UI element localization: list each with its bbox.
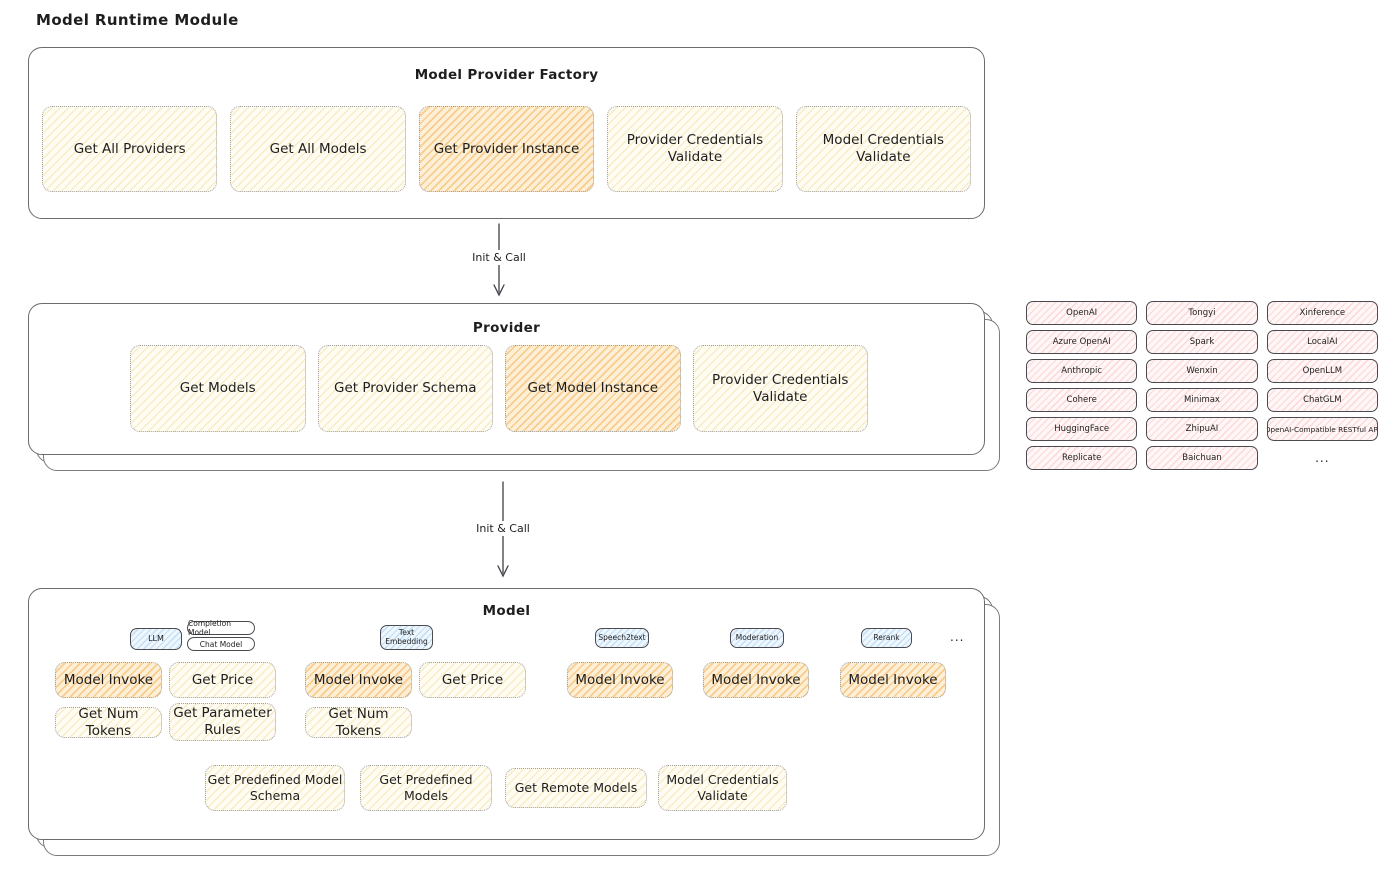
tag-llm: LLM xyxy=(130,628,182,650)
provider-pill-localai: LocalAI xyxy=(1266,330,1378,354)
fn-moderation-model-invoke: Model Invoke xyxy=(703,662,809,698)
fn-speech2text-model-invoke: Model Invoke xyxy=(567,662,673,698)
fn-embedding-get-num-tokens: Get Num Tokens xyxy=(305,706,412,739)
fn-get-provider-instance: Get Provider Instance xyxy=(418,106,595,192)
provider-section: Provider Get Models Get Provider Schema … xyxy=(28,303,985,455)
provider-pill-baichuan: Baichuan xyxy=(1146,446,1258,470)
provider-pill-chatglm: ChatGLM xyxy=(1266,388,1378,412)
fn-embedding-model-invoke: Model Invoke xyxy=(305,662,412,698)
tag-rerank: Rerank xyxy=(861,628,912,648)
fn-llm-get-parameter-rules: Get Parameter Rules xyxy=(169,703,276,741)
fn-get-remote-models: Get Remote Models xyxy=(505,768,647,808)
fn-llm-get-price: Get Price xyxy=(169,662,276,698)
provider-pill-huggingface: HuggingFace xyxy=(1026,417,1138,441)
provider-pill-zhipuai: ZhipuAI xyxy=(1146,417,1258,441)
fn-provider-credentials-validate: Provider Credentials Validate xyxy=(607,106,783,192)
page-title: Model Runtime Module xyxy=(36,11,239,29)
fn-get-model-instance: Get Model Instance xyxy=(505,345,681,432)
fn-get-models: Get Models xyxy=(130,345,306,432)
model-types-more-ellipsis: ... xyxy=(950,630,965,644)
provider-pill-openai: OpenAI xyxy=(1026,301,1138,325)
arrow1-label: Init & Call xyxy=(462,250,536,265)
fn-get-predefined-models: Get Predefined Models xyxy=(360,765,492,811)
tag-speech2text: Speech2text xyxy=(595,628,649,648)
provider-pill-spark: Spark xyxy=(1146,330,1258,354)
provider-pill-cohere: Cohere xyxy=(1026,388,1138,412)
tag-chat-model: Chat Model xyxy=(187,637,255,651)
fn-get-predefined-model-schema: Get Predefined Model Schema xyxy=(205,765,345,811)
tag-text-embedding: Text Embedding xyxy=(380,625,433,650)
provider-pill-openllm: OpenLLM xyxy=(1266,359,1378,383)
factory-title: Model Provider Factory xyxy=(414,67,599,83)
provider-pill-tongyi: Tongyi xyxy=(1146,301,1258,325)
providers-more-ellipsis: ... xyxy=(1315,451,1330,465)
provider-pill-xinference: Xinference xyxy=(1266,301,1378,325)
fn-llm-model-invoke: Model Invoke xyxy=(55,662,162,698)
model-title: Model xyxy=(482,603,531,619)
tag-moderation: Moderation xyxy=(730,628,784,648)
fn-rerank-model-invoke: Model Invoke xyxy=(840,662,946,698)
provider-pill-replicate: Replicate xyxy=(1026,446,1138,470)
fn-get-all-providers: Get All Providers xyxy=(42,106,218,192)
factory-function-row: Get All Providers Get All Models Get Pro… xyxy=(42,106,972,192)
provider-pill-anthropic: Anthropic xyxy=(1026,359,1138,383)
fn-model-credentials-validate-2: Model Credentials Validate xyxy=(658,765,787,811)
provider-title: Provider xyxy=(472,320,541,336)
arrow2-label: Init & Call xyxy=(466,521,540,536)
tag-completion-model: Completion Model xyxy=(187,619,255,637)
model-section: Model LLM Completion Model Chat Model Te… xyxy=(28,588,985,840)
fn-llm-get-num-tokens: Get Num Tokens xyxy=(55,706,162,739)
factory-section: Model Provider Factory Get All Providers… xyxy=(28,47,985,219)
providers-grid: OpenAI Tongyi Xinference Azure OpenAI Sp… xyxy=(1026,301,1378,470)
provider-pill-minimax: Minimax xyxy=(1146,388,1258,412)
fn-get-all-models: Get All Models xyxy=(230,106,406,192)
provider-pill-azure-openai: Azure OpenAI xyxy=(1026,330,1138,354)
fn-embedding-get-price: Get Price xyxy=(419,662,526,698)
provider-function-row: Get Models Get Provider Schema Get Model… xyxy=(130,345,868,432)
fn-provider-credentials-validate-2: Provider Credentials Validate xyxy=(692,345,868,432)
provider-pill-wenxin: Wenxin xyxy=(1146,359,1258,383)
fn-get-provider-schema: Get Provider Schema xyxy=(317,345,493,432)
provider-pill-openai-compatible-restful-api: OpenAI-Compatible RESTful API xyxy=(1266,417,1378,441)
fn-model-credentials-validate: Model Credentials Validate xyxy=(795,106,972,192)
